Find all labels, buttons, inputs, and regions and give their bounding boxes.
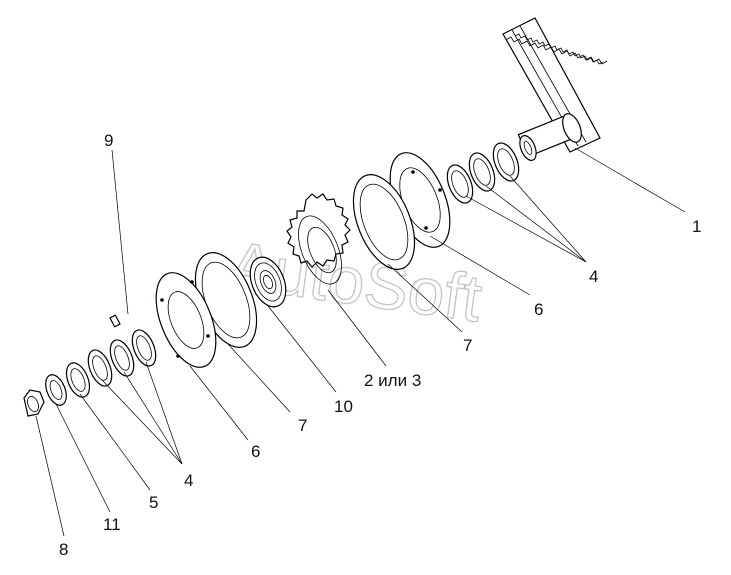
part-4-ring-lower-1 xyxy=(131,329,157,367)
label-part-7-lower: 7 xyxy=(298,416,307,435)
label-part-8: 8 xyxy=(59,540,68,559)
label-part-2-or-3: 2 или 3 xyxy=(364,371,421,390)
label-part-1: 1 xyxy=(692,217,701,236)
part-4-ring-upper-1 xyxy=(492,142,520,182)
part-9-bolt xyxy=(109,300,153,328)
part-4-ring-lower-2 xyxy=(109,339,135,377)
label-part-7-upper: 7 xyxy=(463,336,472,355)
part-1-shaft-rack xyxy=(502,17,608,161)
leader-lines xyxy=(35,147,686,537)
part-5-washer xyxy=(65,362,91,398)
part-7-ring-upper xyxy=(352,174,416,270)
label-part-4-upper: 4 xyxy=(589,267,598,286)
part-2-3-sprocket xyxy=(286,193,351,285)
label-part-4-lower: 4 xyxy=(184,471,193,490)
part-4-ring-upper-2 xyxy=(468,152,496,192)
label-part-6-lower: 6 xyxy=(251,442,260,461)
part-11-washer xyxy=(45,374,67,406)
label-part-6-upper: 6 xyxy=(534,300,543,319)
part-8-nut xyxy=(23,389,45,417)
label-part-11: 11 xyxy=(103,515,121,534)
label-part-10: 10 xyxy=(334,397,353,416)
part-4-ring-upper-3 xyxy=(446,164,474,204)
part-labels: 1 4 6 7 2 или 3 10 7 6 9 4 5 11 8 xyxy=(59,131,701,559)
label-part-9: 9 xyxy=(104,131,113,150)
part-6-flange-lower xyxy=(155,272,217,368)
part-10-bearing xyxy=(249,256,287,308)
label-part-5: 5 xyxy=(149,493,158,512)
